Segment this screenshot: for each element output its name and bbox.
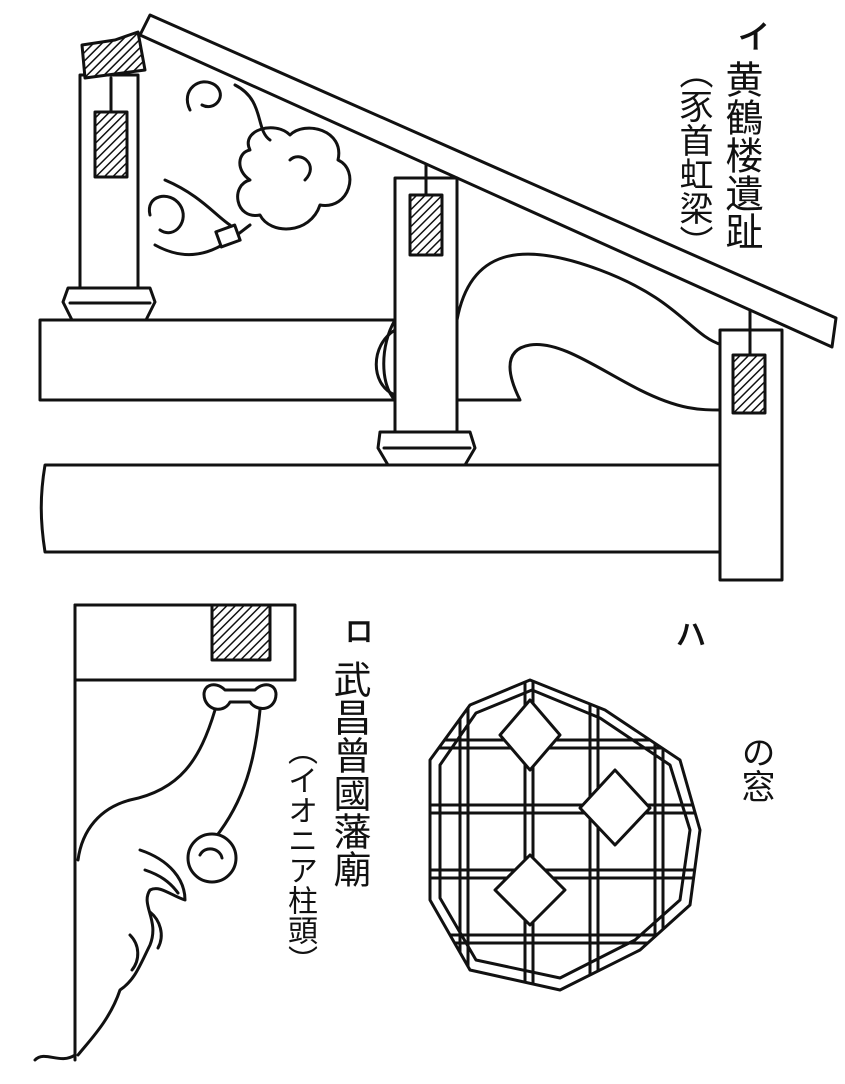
beast-head [76, 848, 187, 1057]
capital-block [210, 603, 272, 662]
panel-i-note: （豕首虹梁） [673, 55, 713, 259]
left-post-block [93, 110, 129, 179]
right-post-block [731, 353, 767, 415]
bracket-arm [76, 708, 217, 862]
rainbow-beam [455, 252, 724, 347]
lattice-diamond-bottom [493, 853, 567, 927]
panel-i-title: 黄鶴楼遺趾 [719, 60, 763, 250]
panel-i-drawing [38, 13, 838, 582]
bracket-ball [186, 832, 238, 884]
panel-ha-marker: ハ [676, 618, 706, 653]
panel-ro-drawing [33, 603, 297, 1062]
cloud-scroll-upper [185, 80, 222, 112]
lower-beam [39, 463, 722, 554]
lattice-diamond-top [498, 698, 562, 772]
lattice-diamond-right [578, 768, 652, 847]
panel-ha-title: の窓 [735, 735, 775, 803]
panel-ha-drawing [428, 678, 702, 992]
panel-ro-note: （イオニア柱頭） [282, 735, 317, 975]
panel-ro-marker: ロ [345, 615, 374, 648]
left-post [78, 73, 140, 292]
capital-volute [202, 683, 278, 711]
left-post-cap [80, 30, 147, 80]
panel-i-marker: イ [738, 18, 771, 56]
window-lattice [430, 680, 700, 990]
rafter [138, 13, 838, 349]
lattice-outline [428, 678, 702, 992]
cloud-scroll-lower [147, 194, 185, 234]
panel-ro-title: 武昌曾國藩廟 [327, 660, 371, 888]
middle-post-block [408, 193, 444, 257]
upper-beam [38, 318, 397, 402]
cloud-scroll-main [236, 126, 352, 231]
